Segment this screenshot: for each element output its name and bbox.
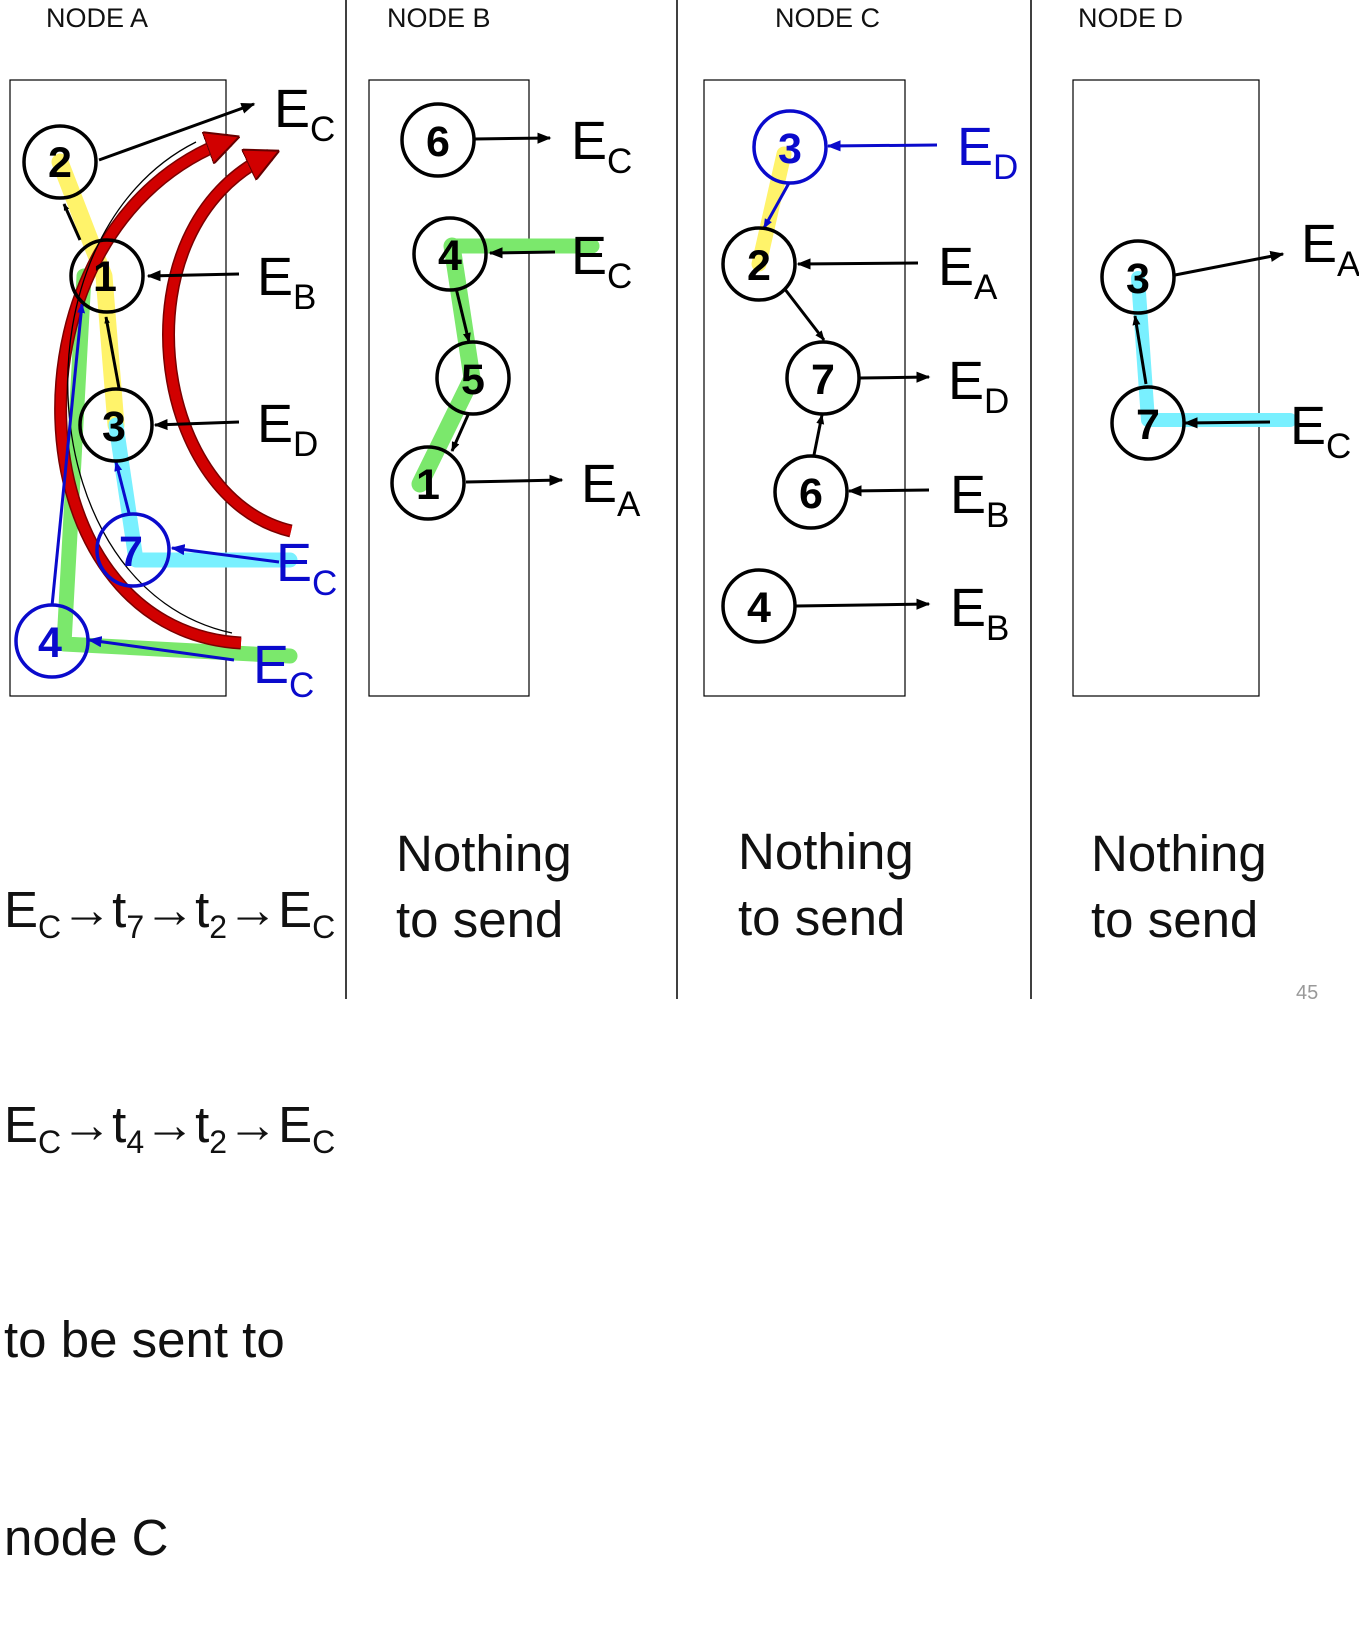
node-c-title: NODE C xyxy=(775,3,880,33)
event-label: EB xyxy=(257,247,316,317)
task-circle: 3 xyxy=(752,109,828,185)
node-a-caption: EC→t7→t2→EC EC→t4→t2→EC to be sent to no… xyxy=(4,745,335,1637)
event-label: EC xyxy=(571,226,632,296)
node-a-green-path xyxy=(56,268,298,664)
task-id: 1 xyxy=(416,461,440,509)
task-circle: 6 xyxy=(400,102,476,178)
event-label: ED xyxy=(948,351,1009,421)
node-a-red-curve-arrow xyxy=(55,140,241,648)
task-id: 6 xyxy=(426,118,450,166)
arrow-t6-to-ec xyxy=(473,132,552,144)
node-a-cyan-path xyxy=(108,417,298,568)
task-circle: 3 xyxy=(1100,239,1176,315)
task-id: 7 xyxy=(811,356,835,404)
node-b-box xyxy=(368,79,530,697)
node-d-cyan-path xyxy=(1131,271,1297,427)
caption-line: EC→t4→t2→EC xyxy=(4,1096,336,1161)
arrow-ea-to-t2 xyxy=(796,258,919,270)
task-id: 4 xyxy=(747,584,771,632)
page-number: 45 xyxy=(1296,982,1319,1004)
task-circle: 7 xyxy=(95,512,171,588)
distributed-task-diagram: NODE A NODE B NODE C NODE D xyxy=(9,0,1359,999)
arrow-eb-to-t1 xyxy=(146,270,240,282)
arrow-t7-to-t3 xyxy=(114,461,131,514)
task-id: 4 xyxy=(438,232,462,280)
task-id: 2 xyxy=(48,139,72,187)
arrow-t6-to-t7 xyxy=(812,414,825,456)
task-circle: 5 xyxy=(435,340,511,416)
task-circle: 4 xyxy=(412,216,488,292)
task-circle: 7 xyxy=(785,340,861,416)
task-circle: 7 xyxy=(1110,385,1186,461)
caption-line: node C xyxy=(4,1509,169,1567)
event-label: ED xyxy=(957,117,1018,187)
task-id: 2 xyxy=(747,242,771,290)
task-circle: 1 xyxy=(390,445,466,521)
arrow-ec-to-t4 xyxy=(87,636,235,662)
node-a-red-curve-arrow xyxy=(163,155,293,536)
arrow-ed-to-t3 xyxy=(153,418,240,431)
event-label: EC xyxy=(571,111,632,181)
node-c-yellow-path xyxy=(751,146,792,272)
event-label: ED xyxy=(257,394,318,464)
node-a-title: NODE A xyxy=(46,3,148,33)
arrow-ec-to-t7 xyxy=(1183,417,1271,429)
arrow-eb-to-t6 xyxy=(847,485,930,497)
arrow-t7-to-ed xyxy=(859,371,931,383)
task-circle: 1 xyxy=(69,238,145,314)
arrow-ed-to-t3 xyxy=(826,140,938,152)
arrow-t3-to-ea xyxy=(1174,250,1285,277)
task-circle: 4 xyxy=(721,568,797,644)
task-id: 7 xyxy=(119,528,143,576)
task-id: 7 xyxy=(1136,401,1160,449)
task-id: 6 xyxy=(799,470,823,518)
node-a-red-curve xyxy=(162,149,293,538)
task-circle: 4 xyxy=(14,603,90,679)
node-c-box xyxy=(703,79,906,697)
node-a-thin-curve xyxy=(67,141,233,634)
event-label: EA xyxy=(938,237,998,307)
task-id: 3 xyxy=(778,125,802,173)
node-a-box xyxy=(9,79,227,697)
arrow-t7-to-t3 xyxy=(1132,315,1148,385)
node-d-caption: Nothing to send xyxy=(1091,825,1267,948)
event-label: EC xyxy=(253,635,314,705)
arrow-t3-to-t2 xyxy=(762,182,791,229)
event-label: EB xyxy=(950,578,1009,648)
event-label: EC xyxy=(276,533,337,603)
node-b-title: NODE B xyxy=(387,3,491,33)
arrow-t1-to-ea xyxy=(465,474,564,486)
arrow-t2-to-ec xyxy=(98,102,256,162)
arrow-ec-to-t4 xyxy=(488,247,556,259)
arrow-t1-to-t2 xyxy=(62,203,82,241)
arrow-ec-to-t7 xyxy=(170,544,280,564)
task-circle: 6 xyxy=(773,454,849,530)
task-id: 3 xyxy=(1126,255,1150,303)
event-label: EC xyxy=(1290,396,1351,466)
event-label: EC xyxy=(274,79,335,149)
task-circle: 3 xyxy=(78,387,154,463)
event-label: EA xyxy=(581,454,641,524)
arrow-t3-to-t1 xyxy=(104,316,121,389)
caption-line: to be sent to xyxy=(4,1311,285,1369)
task-id: 5 xyxy=(461,356,485,404)
arrow-t4-to-eb xyxy=(795,598,931,610)
event-label: EB xyxy=(950,465,1009,535)
arrow-t4-to-t5 xyxy=(454,287,471,343)
caption-line: EC→t7→t2→EC xyxy=(4,881,336,946)
task-circle: 2 xyxy=(22,124,98,200)
node-d-box xyxy=(1072,79,1260,697)
task-id: 3 xyxy=(102,403,126,451)
task-circle: 2 xyxy=(721,226,797,302)
task-id: 4 xyxy=(38,619,62,667)
node-c-caption: Nothing to send xyxy=(738,823,914,946)
arrow-t5-to-t1 xyxy=(450,414,470,452)
node-b-caption: Nothing to send xyxy=(396,825,572,948)
event-label: EA xyxy=(1301,214,1359,284)
arrow-t4-to-t1 xyxy=(50,303,86,607)
arrow-t2-to-t7 xyxy=(782,287,826,341)
task-id: 1 xyxy=(93,253,117,301)
node-d-title: NODE D xyxy=(1078,3,1183,33)
node-a-yellow-path xyxy=(51,153,125,434)
